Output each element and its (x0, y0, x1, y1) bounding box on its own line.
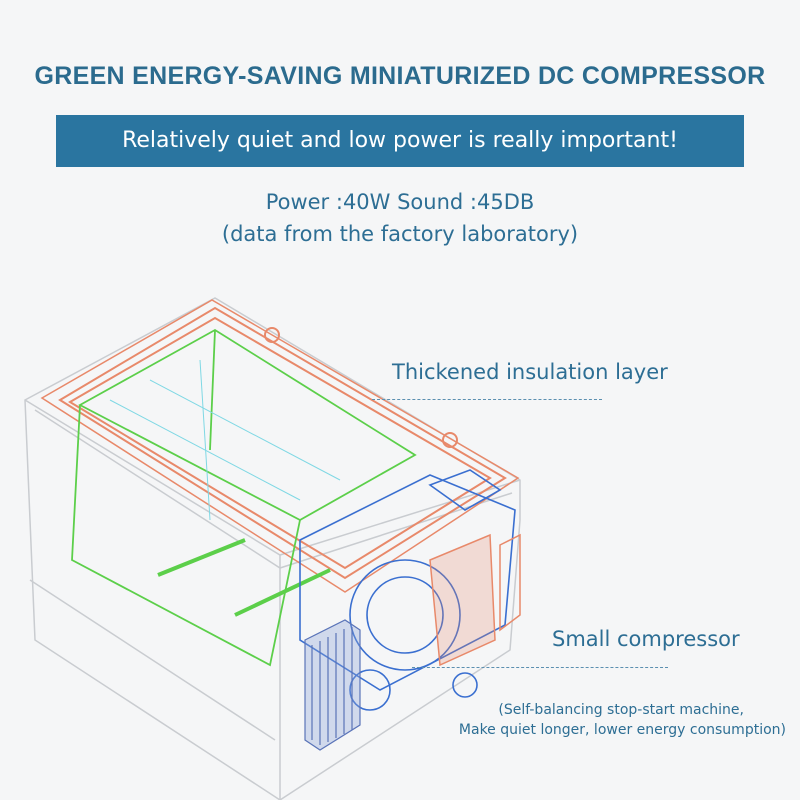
condenser-fins (304, 619, 361, 751)
inner-compartment (71, 328, 417, 667)
compressor-note-line2: Make quiet longer, lower energy consumpt… (458, 722, 786, 738)
compressor-note-line1: (Self-balancing stop-start machine, (498, 702, 744, 718)
banner: Relatively quiet and low power is really… (56, 115, 744, 167)
inner-guides (109, 359, 341, 521)
compressor-assembly (299, 469, 516, 711)
insulation-layer (40, 299, 520, 593)
callout-compressor: Small compressor (552, 627, 740, 651)
compressor-note: (Self-balancing stop-start machine, Make… (459, 700, 786, 740)
spec-power-sound: Power :40W Sound :45DB (265, 190, 535, 214)
callout-insulation: Thickened insulation layer (392, 360, 668, 384)
headline: GREEN ENERGY-SAVING MINIATURIZED DC COMP… (34, 62, 766, 90)
callout-insulation-leader (372, 399, 602, 400)
fridge-wireframe-illustration (24, 297, 521, 800)
spec-block: Power :40W Sound :45DB (data from the fa… (0, 186, 800, 250)
callout-compressor-leader (412, 667, 668, 668)
spec-source: (data from the factory laboratory) (221, 222, 579, 246)
control-board (429, 533, 521, 667)
